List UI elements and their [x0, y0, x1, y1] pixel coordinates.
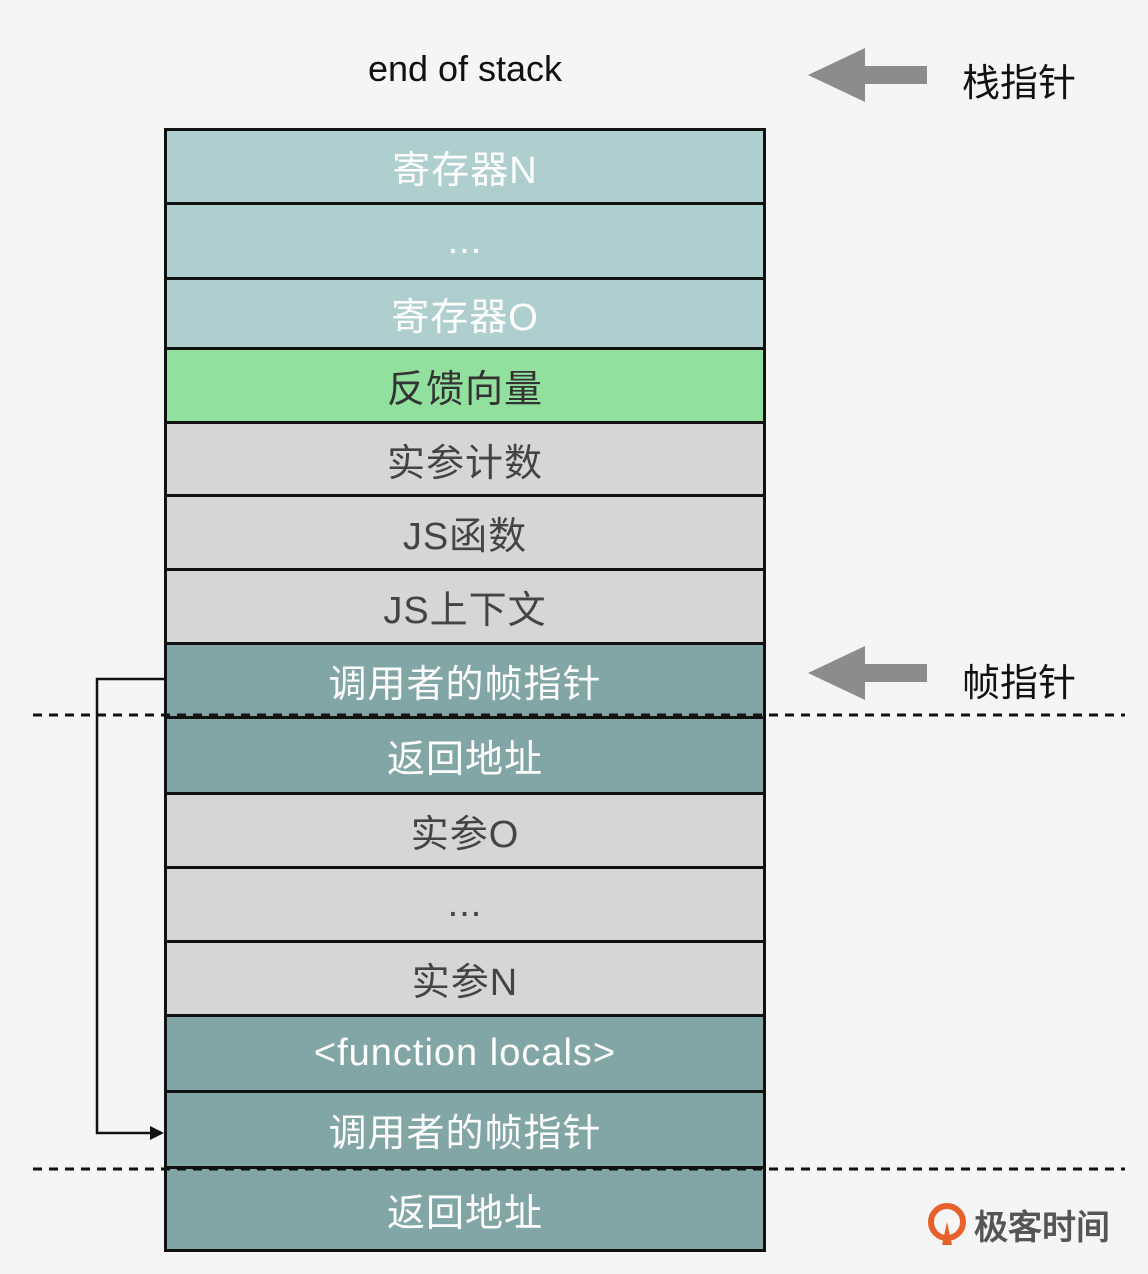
stack-cell: 实参O — [167, 795, 763, 869]
brand-icon — [928, 1202, 966, 1245]
stack-pointer-arrow-icon — [808, 48, 927, 102]
caller-frame-link-line — [95, 677, 165, 1135]
stack-cell: 调用者的帧指针 — [167, 645, 763, 719]
stack-cell: JS上下文 — [167, 571, 763, 645]
stack-cell: 实参N — [167, 943, 763, 1017]
stack-cell: 反馈向量 — [167, 350, 763, 424]
stack-cell: <function locals> — [167, 1017, 763, 1093]
brand-name: 极客时间 — [974, 1209, 1110, 1247]
stack-cell: ... — [167, 205, 763, 280]
caller-frame-link-arrowhead-icon — [150, 1126, 164, 1140]
stack-cell: ... — [167, 869, 763, 943]
stack-cell: 实参计数 — [167, 424, 763, 497]
stack-cell: JS函数 — [167, 497, 763, 571]
stack-cell: 寄存器O — [167, 280, 763, 350]
brand-logo: 极客时间 — [928, 1200, 1110, 1249]
stack-cell: 返回地址 — [167, 1169, 763, 1249]
stack-pointer-label: 栈指针 — [962, 63, 1077, 105]
stack-cell: 返回地址 — [167, 719, 763, 795]
frame-pointer-arrow-icon — [808, 646, 927, 700]
end-of-stack-label: end of stack — [367, 48, 563, 89]
frame-pointer-label: 帧指针 — [962, 663, 1077, 705]
stack-cell: 寄存器N — [167, 131, 763, 205]
